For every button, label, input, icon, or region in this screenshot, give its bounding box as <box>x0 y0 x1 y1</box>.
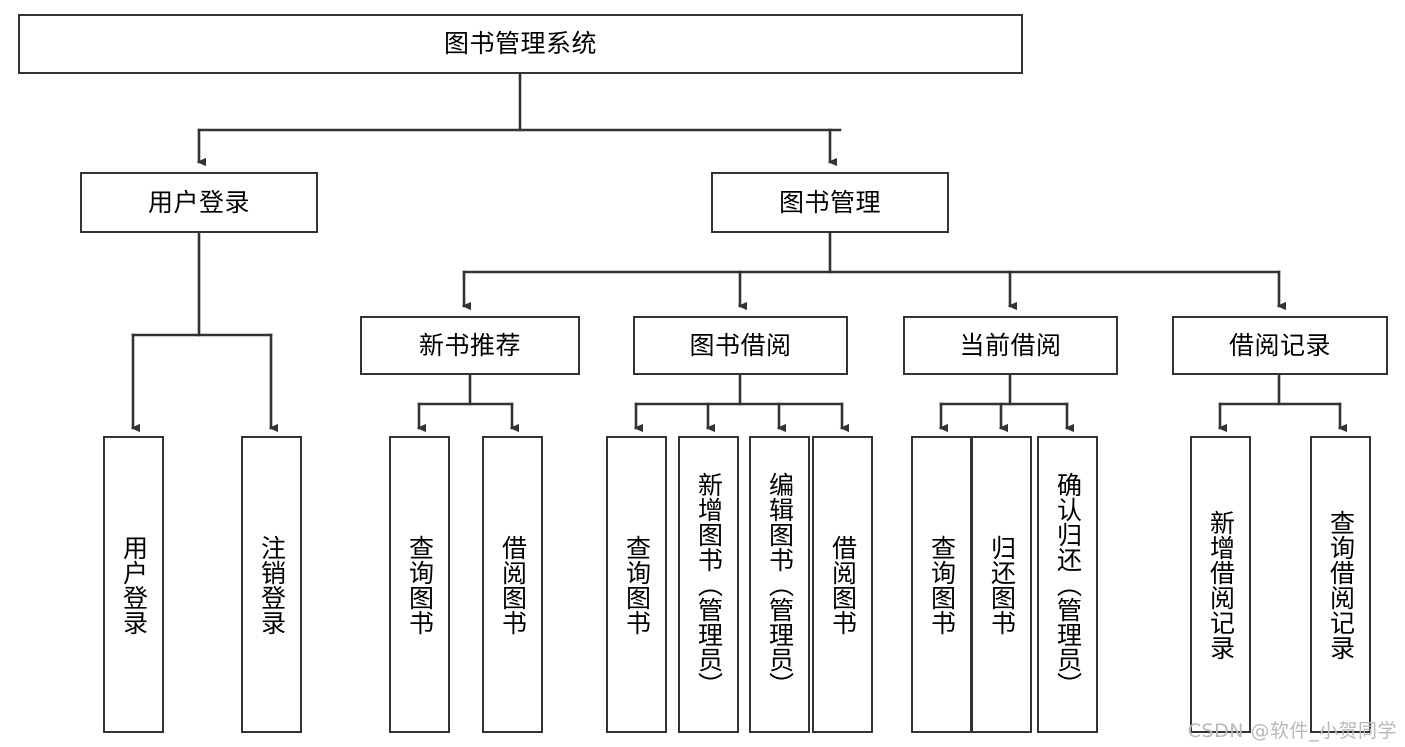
node-label: 归还图书 <box>987 534 1017 635</box>
node-label: 查询图书 <box>622 534 652 635</box>
node-current-borrow[interactable]: 当前借阅 <box>903 316 1118 375</box>
node-label: 用户登录 <box>119 534 149 635</box>
node-label: 查询借阅记录 <box>1326 509 1356 660</box>
node-label: 借阅记录 <box>1228 330 1331 360</box>
node-label: 编辑图书（管理员） <box>765 472 795 697</box>
leaf-user-login[interactable]: 用户登录 <box>103 436 164 733</box>
node-new-book-recommend[interactable]: 新书推荐 <box>360 316 580 375</box>
node-label: 新增借阅记录 <box>1206 509 1236 660</box>
node-label: 图书管理 <box>778 187 881 217</box>
leaf-logout[interactable]: 注销登录 <box>241 436 302 733</box>
leaf-edit-book-admin[interactable]: 编辑图书（管理员） <box>749 436 810 733</box>
leaf-add-book-admin[interactable]: 新增图书（管理员） <box>678 436 739 733</box>
node-label: 借阅图书 <box>828 534 858 635</box>
leaf-query-book-current[interactable]: 查询图书 <box>911 436 972 733</box>
leaf-query-borrow-record[interactable]: 查询借阅记录 <box>1310 436 1371 733</box>
node-label: 图书管理系统 <box>443 29 597 59</box>
leaf-confirm-return-admin[interactable]: 确认归还（管理员） <box>1037 436 1098 733</box>
leaf-borrow-book[interactable]: 借阅图书 <box>812 436 873 733</box>
node-root-system[interactable]: 图书管理系统 <box>18 14 1023 74</box>
node-label: 新增图书（管理员） <box>694 472 724 697</box>
node-label: 新书推荐 <box>418 330 521 360</box>
node-label: 用户登录 <box>147 187 250 217</box>
watermark-text: CSDN @软件_小贺同学 <box>1187 720 1397 742</box>
leaf-return-book[interactable]: 归还图书 <box>971 436 1032 733</box>
node-label: 注销登录 <box>257 534 287 635</box>
leaf-query-book-recommend[interactable]: 查询图书 <box>389 436 450 733</box>
node-label: 当前借阅 <box>959 330 1062 360</box>
node-book-borrow[interactable]: 图书借阅 <box>633 316 848 375</box>
node-borrow-record[interactable]: 借阅记录 <box>1172 316 1388 375</box>
node-label: 查询图书 <box>927 534 957 635</box>
node-label: 查询图书 <box>405 534 435 635</box>
node-label: 图书借阅 <box>689 330 792 360</box>
leaf-query-book-borrow[interactable]: 查询图书 <box>606 436 667 733</box>
node-label: 借阅图书 <box>498 534 528 635</box>
leaf-borrow-book-recommend[interactable]: 借阅图书 <box>482 436 543 733</box>
leaf-add-borrow-record[interactable]: 新增借阅记录 <box>1190 436 1251 733</box>
node-label: 确认归还（管理员） <box>1053 472 1083 697</box>
node-user-login[interactable]: 用户登录 <box>80 172 318 233</box>
node-book-management[interactable]: 图书管理 <box>711 172 949 233</box>
